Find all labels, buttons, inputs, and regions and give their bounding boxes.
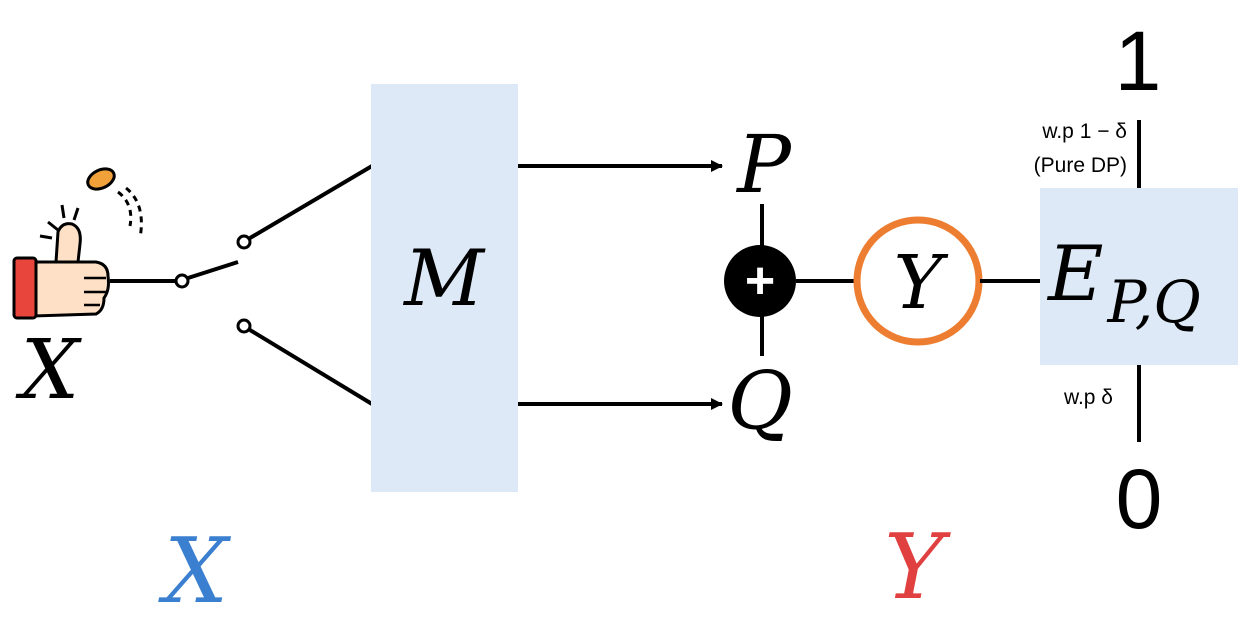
mixture-node — [724, 245, 796, 317]
input-space-label: X — [158, 519, 232, 624]
switch-pivot — [174, 273, 190, 289]
wire-bottom-to-mechanism — [248, 328, 374, 406]
switch-contact-top — [236, 234, 252, 250]
input-label: X — [15, 323, 83, 418]
mechanism-box — [371, 84, 518, 492]
mechanism-label: M — [402, 234, 486, 324]
thumbs-up-coin-flip-icon — [12, 167, 143, 320]
combined-output-circle — [853, 216, 983, 346]
prob-top-line2: (Pure DP) — [1034, 154, 1127, 177]
switch-contact-bottom — [236, 318, 252, 334]
outcome-one-label: 1 — [1115, 14, 1162, 108]
prob-top-line1: w.p 1 − δ — [1041, 120, 1127, 143]
output-space-label: Y — [884, 515, 951, 620]
test-label: EP,Q — [1046, 229, 1201, 336]
output-p-label: P — [735, 118, 792, 211]
test-label-main: E — [1046, 229, 1103, 318]
combined-label: Y — [894, 240, 949, 326]
plus-symbol: + — [745, 252, 775, 310]
wire-top-to-mechanism — [248, 164, 374, 240]
test-label-subscript: P,Q — [1106, 268, 1200, 336]
switch-lever — [187, 260, 239, 280]
test-box — [1040, 188, 1238, 365]
output-q-label: Q — [727, 354, 793, 447]
prob-bottom: w.p δ — [1063, 386, 1113, 409]
outcome-zero-label: 0 — [1116, 452, 1163, 546]
